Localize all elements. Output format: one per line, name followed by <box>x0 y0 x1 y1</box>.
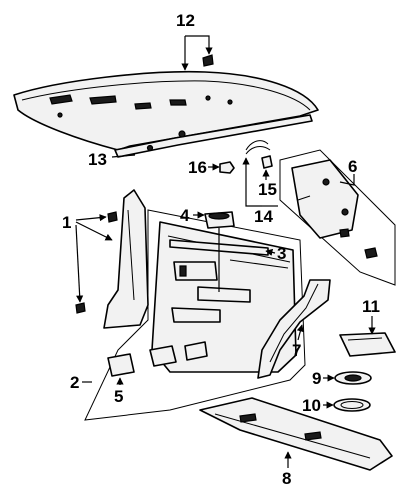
callout-9: 9 <box>312 369 321 388</box>
pillar-trim <box>75 189 149 329</box>
clip-15 <box>261 155 273 169</box>
package-tray <box>199 397 393 471</box>
leader-lines <box>75 35 376 468</box>
callout-6: 6 <box>348 157 357 176</box>
callout-2: 2 <box>70 373 79 392</box>
speaker-grille <box>339 332 396 357</box>
c-pillar-trim <box>257 279 331 379</box>
callout-8: 8 <box>282 469 291 488</box>
callout-5: 5 <box>114 387 123 406</box>
callout-16: 16 <box>188 158 207 177</box>
callout-15: 15 <box>258 180 277 199</box>
roof-clip <box>202 54 214 67</box>
clip-14 <box>245 140 271 155</box>
callout-7: 7 <box>292 341 301 360</box>
callout-labels: 12 13 16 15 14 6 1 4 3 11 7 9 2 5 10 8 <box>62 11 380 488</box>
callout-14: 14 <box>254 207 273 226</box>
callout-11: 11 <box>362 297 380 316</box>
callout-10: 10 <box>302 396 321 415</box>
callout-12: 12 <box>176 11 195 30</box>
fastener-16 <box>219 161 235 174</box>
quarter-trim-panel <box>279 149 396 286</box>
callout-3: 3 <box>277 244 286 263</box>
headliner <box>13 70 319 151</box>
callout-13: 13 <box>88 150 107 169</box>
handle-bezels <box>107 341 208 377</box>
callout-4: 4 <box>180 206 190 225</box>
armrest-cup <box>204 211 235 229</box>
speaker <box>334 371 372 385</box>
callout-1: 1 <box>62 213 71 232</box>
speaker-gasket <box>333 398 371 412</box>
door-trim-panel <box>84 209 306 421</box>
